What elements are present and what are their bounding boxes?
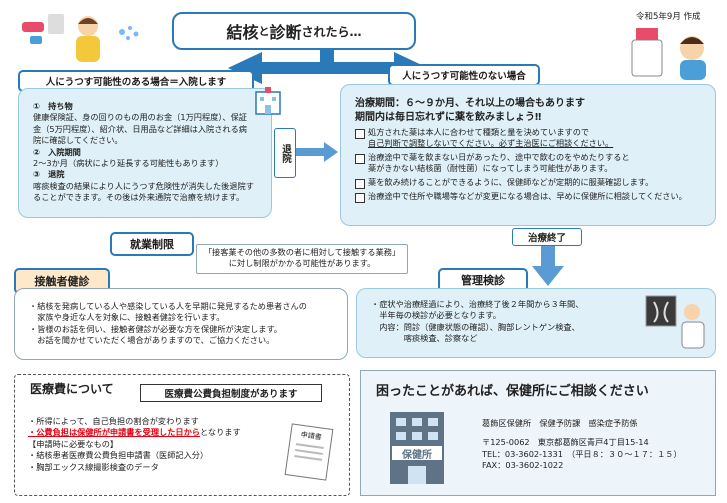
employment-line-1: 「接客業その他の多数の者に相対して接触する業務」 xyxy=(203,247,401,257)
hospital-s2-title: ② 入院期間 xyxy=(33,146,81,157)
management-line-3: 内容：問診（健康状態の確認）、胸部レントゲン検査、 xyxy=(371,321,580,332)
health-center-building-icon xyxy=(390,412,444,484)
medical-cost-badge: 医療費公費負担制度があります xyxy=(140,384,322,402)
hospital-s2-body: 2～3か月（病状により延長する可能性もあります） xyxy=(33,158,224,169)
medical-cost-line-2-rest: となります xyxy=(199,427,241,438)
consult-postal: 〒125-0062 東京都葛飾区青戸4丁目15-14 xyxy=(482,437,649,448)
medical-cost-line-2: ・公費負担は保健所が申請書を受理した日からとなります xyxy=(28,427,268,438)
checklist-item-1-line-b: 自己判断で調整しないでください。必ず主治医にご相談ください。 xyxy=(368,138,614,149)
discharge-tag-text: 退院 xyxy=(280,143,291,163)
checklist-item-2-line-a: 治療途中で薬を飲まない日があったり、途中で飲むのをやめたりすると xyxy=(368,151,630,162)
checklist-item-1-line-a: 処方された薬は本人に合わせて種類と量を決めていますので xyxy=(368,127,590,137)
discharge-arrow xyxy=(296,142,338,162)
management-line-1: ・症状や治療経過により、治療終了後２年間から３年間、 xyxy=(371,299,584,309)
consult-fax: FAX：03-3602-1022 xyxy=(482,460,564,471)
checklist-item-2: 治療途中で薬を飲まない日があったり、途中で飲むのをやめたりすると 薬がきかない結… xyxy=(355,152,705,175)
checkbox-icon xyxy=(355,153,365,164)
hospital-s3-title: ③ 退院 xyxy=(33,169,65,180)
contact-line-3: ・皆様のお話を伺い、接触者健診が必要な方を保健所が決定します。 xyxy=(29,323,282,334)
consult-heading: 困ったことがあれば、保健所にご相談ください xyxy=(376,384,649,399)
checklist-item-3-text: 薬を飲み続けることができるように、保健師などが定期的に服薬確認します。 xyxy=(368,176,654,187)
application-form-icon: 申請書 xyxy=(284,423,334,481)
hospital-building-icon xyxy=(255,87,281,115)
outpatient-label: 人にうつす可能性のない場合 xyxy=(388,64,540,86)
consult-tel: TEL：03-3602-1331 （平日８：３０～１７：１５） xyxy=(482,448,682,459)
employment-note: 「接客業その他の多数の者に相対して接触する業務」 に対し制限がかかる可能性があり… xyxy=(196,244,408,274)
contact-line-2: 家族や身近な人を対象に、接触者健診を行います。 xyxy=(29,312,225,323)
medicine-illustration xyxy=(631,28,706,80)
hospital-s1-body: 健康保険証、身の回りのもの用のお金（1万円程度）、保証金（5万円程度）、紹介状、… xyxy=(33,112,247,146)
hospital-panel: ① 持ち物 健康保険証、身の回りのもの用のお金（1万円程度）、保証金（5万円程度… xyxy=(18,88,272,218)
date-label: 令和5年9月 作成 xyxy=(636,12,701,22)
hospital-s3-body: 喀痰検査の結果により人にうつす危険性が消失した後退院することができます。その後は… xyxy=(33,180,254,203)
checkbox-icon xyxy=(355,192,365,203)
title-word-2: と xyxy=(258,25,270,38)
discharge-tag: 退院 xyxy=(274,128,296,178)
checklist-item-4-text: 治療途中で住所や職場等などが変更になる場合は、早めに保健所に相談してください。 xyxy=(368,190,687,201)
management-line-4: 喀痰検査、診察など xyxy=(371,333,478,344)
checklist-item-1: 処方された薬は本人に合わせて種類と量を決めていますので 自己判断で調整しないでく… xyxy=(355,127,705,150)
page-title: 結核と診断されたら… xyxy=(172,12,416,50)
treatment-end-arrow xyxy=(532,246,564,286)
hospital-s1-title: ① 持ち物 xyxy=(33,101,73,111)
checkbox-icon xyxy=(355,178,365,189)
application-form-label: 申請書 xyxy=(300,430,323,442)
outpatient-period: 治療期間：６～９か月、それ以上の場合もあります xyxy=(355,98,585,109)
contact-panel: ・結核を発病している人や感染している人を早期に発見するため患者さんの 家族や身近… xyxy=(14,288,348,360)
contact-line-4: お話を聞かせていただく場合がありますので、ご協力ください。 xyxy=(29,335,275,346)
medical-cost-heading: 医療費について xyxy=(30,382,114,396)
checklist-item-4: 治療途中で住所や職場等などが変更になる場合は、早めに保健所に相談してください。 xyxy=(355,191,705,203)
checklist-item-2-line-b: 薬がきかない結核菌（耐性菌）になってしまう可能性があります。 xyxy=(368,163,613,174)
treatment-end-tag: 治療終了 xyxy=(512,228,582,246)
medical-cost-line-5: ・胸部エックス線撮影検査のデータ xyxy=(28,461,159,472)
title-word-1: 結核 xyxy=(226,23,259,42)
sick-person-illustration xyxy=(22,14,139,62)
health-center-sign: 保健所 xyxy=(402,450,432,461)
medical-cost-line-1: ・所得によって、自己負担の割合が変わります xyxy=(28,416,199,426)
medical-cost-line-3: 【申請時に必要なもの】 xyxy=(28,438,119,449)
checklist-item-3: 薬を飲み続けることができるように、保健師などが定期的に服薬確認します。 xyxy=(355,177,705,189)
management-line-2: 半年毎の検診が必要となります。 xyxy=(371,310,501,321)
medical-cost-panel xyxy=(14,374,350,496)
outpatient-must: 期間内は毎日忘れずに薬を飲みましょう‼ xyxy=(355,112,542,123)
medical-cost-body: ・所得によって、自己負担の割合が変わります ・公費負担は保健所が申請書を受理した… xyxy=(28,416,268,473)
contact-line-1: ・結核を発病している人や感染している人を早期に発見するため患者さんの xyxy=(29,301,307,311)
consult-org: 葛飾区保健所 保健予防課 感染症予防係 xyxy=(482,418,638,428)
outpatient-panel: 治療期間：６～９か月、それ以上の場合もあります 期間内は毎日忘れずに薬を飲みまし… xyxy=(340,84,716,226)
employment-label: 就業制限 xyxy=(110,232,194,256)
consult-body: 葛飾区保健所 保健予防課 感染症予防係 〒125-0062 東京都葛飾区青戸4丁… xyxy=(482,418,712,472)
medical-cost-line-2-red: ・公費負担は保健所が申請書を受理した日から xyxy=(28,427,200,438)
title-word-4: されたら… xyxy=(301,24,362,39)
xray-doctor-illustration xyxy=(645,295,705,349)
medical-cost-line-4: ・結核患者医療費公費負担申請書（医師記入分） xyxy=(28,450,209,461)
employment-line-2: に対し制限がかかる可能性があります。 xyxy=(228,258,376,269)
title-word-3: 診断 xyxy=(269,23,302,42)
checkbox-icon xyxy=(355,129,365,139)
